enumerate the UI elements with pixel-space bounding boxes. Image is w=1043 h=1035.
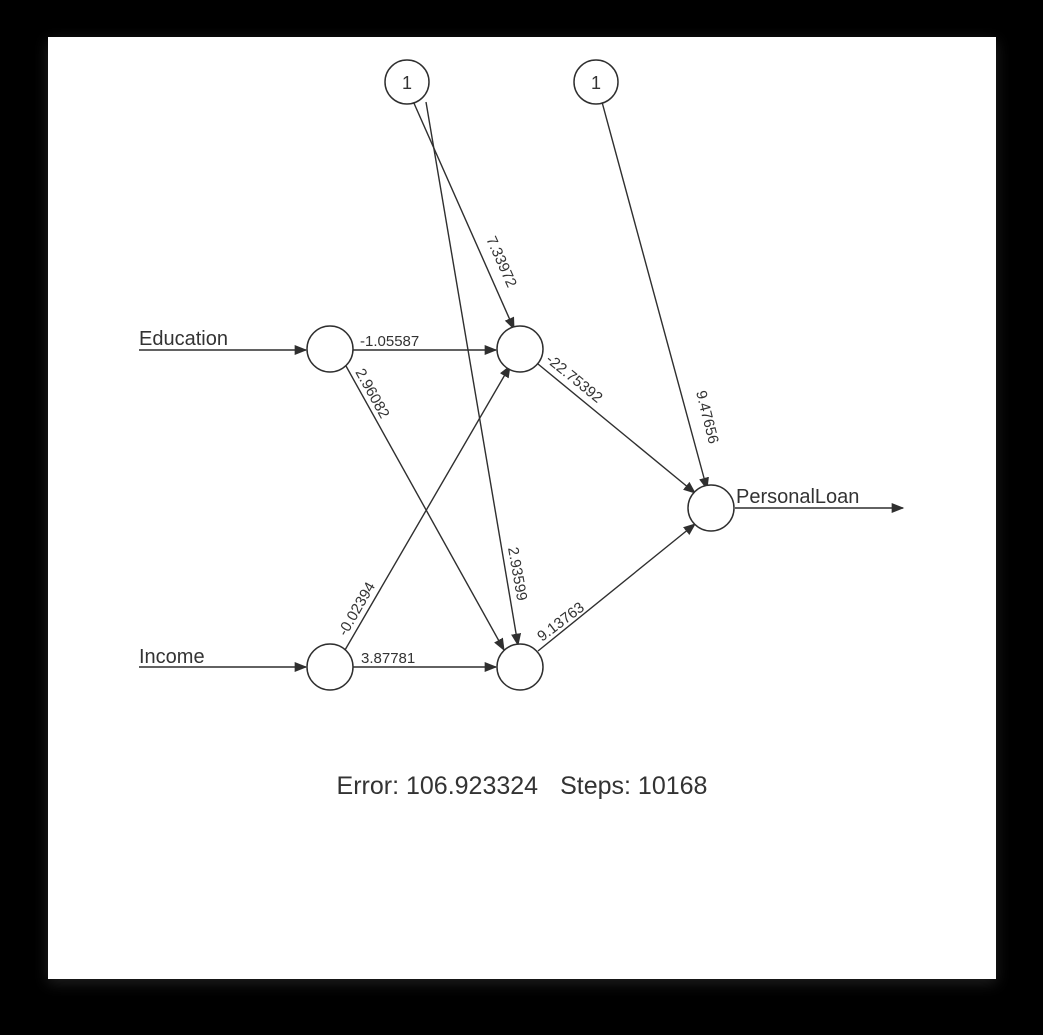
steps-label: Steps: xyxy=(560,772,631,800)
edge-hidden2-output xyxy=(537,523,696,652)
edge-income-hidden1 xyxy=(344,364,511,651)
weight-hidden2-output: 9.13763 xyxy=(534,599,588,645)
weight-bias1-hidden2: 2.93599 xyxy=(504,546,530,602)
bias-node-1-label: 1 xyxy=(402,73,412,93)
bias-node-2-label: 1 xyxy=(591,73,601,93)
weight-income-hidden2: 3.87781 xyxy=(361,650,415,667)
edge-education-hidden2 xyxy=(345,365,505,652)
error-value: 106.923324 xyxy=(406,772,538,800)
training-summary: Error: 106.923324 Steps: 10168 xyxy=(337,772,708,800)
edge-bias1-hidden1 xyxy=(412,100,515,331)
weight-bias1-hidden1: 7.33972 xyxy=(482,234,520,290)
input-node-income xyxy=(306,643,354,691)
hidden-node-1 xyxy=(496,325,544,373)
bias-node-2 xyxy=(573,59,619,105)
input-label-income: Income xyxy=(139,646,205,668)
weight-hidden1-output: -22.75392 xyxy=(542,351,605,407)
edge-bias1-hidden2 xyxy=(425,101,522,647)
edge-bias2-output xyxy=(601,101,709,491)
hidden-node-2 xyxy=(496,643,544,691)
steps-value: 10168 xyxy=(638,772,708,800)
weight-education-hidden1: -1.05587 xyxy=(360,333,419,350)
edge-hidden1-output xyxy=(537,363,696,494)
bias-node-1 xyxy=(384,59,430,105)
error-label: Error: xyxy=(337,772,400,800)
weight-bias2-output: 9.47656 xyxy=(692,389,722,446)
input-node-education xyxy=(306,325,354,373)
output-label: PersonalLoan xyxy=(736,486,859,508)
output-node xyxy=(687,484,735,532)
input-label-education: Education xyxy=(139,328,228,350)
